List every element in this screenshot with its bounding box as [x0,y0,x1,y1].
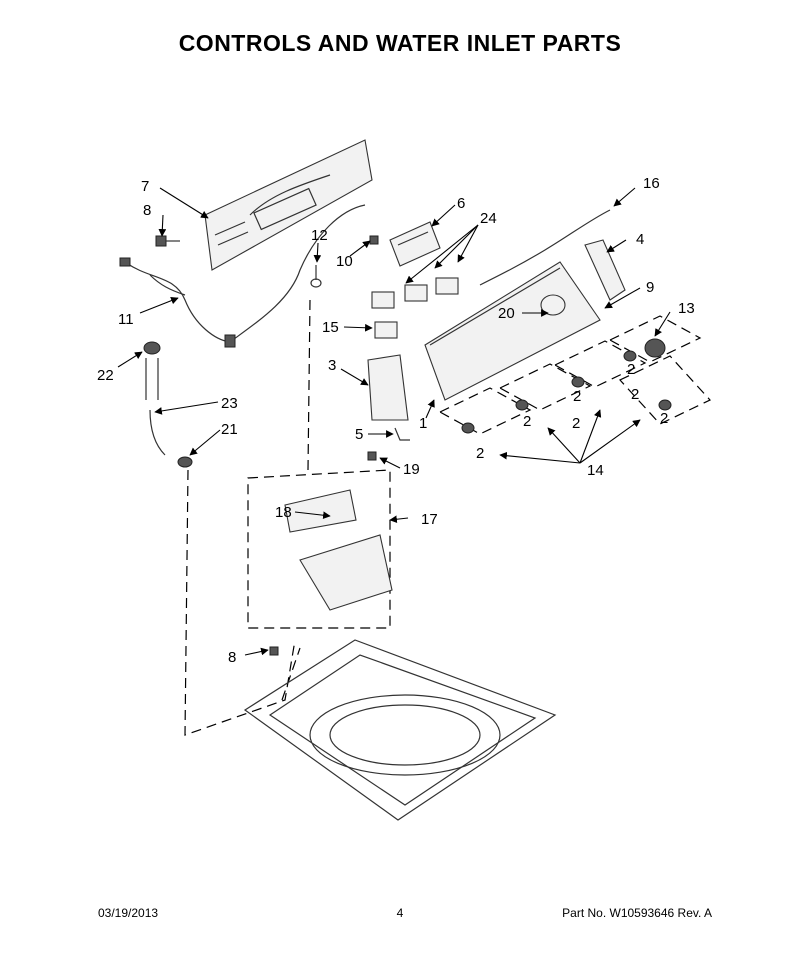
wire-clip [310,265,322,288]
water-valve-box [247,469,393,629]
callout-qty-2-e: 2 [627,361,635,378]
end-cap-bracket [584,239,626,301]
callout-23: 23 [221,395,238,412]
callout-24: 24 [480,210,497,227]
callout-8-upper: 8 [143,202,151,219]
screw-10 [369,235,379,245]
screw-19 [367,451,377,461]
callout-13: 13 [678,300,695,317]
callout-qty-2-d: 2 [572,415,580,432]
callout-22: 22 [97,367,114,384]
callout-6: 6 [457,195,465,212]
callout-qty-2-g: 2 [660,410,668,427]
power-cord [479,209,611,286]
callout-12: 12 [311,227,328,244]
control-board [389,221,441,267]
callout-qty-2-f: 2 [631,386,639,403]
timer-knob [644,338,666,358]
callout-16: 16 [643,175,660,192]
callout-qty-2-a: 2 [476,445,484,462]
callout-11: 11 [118,311,134,328]
callout-17: 17 [421,511,438,528]
footer-page-number: 4 [396,906,404,920]
cabinet-top [243,639,557,821]
callout-1: 1 [419,415,427,432]
callout-leaders [117,187,671,656]
footer-part-number: Part No. W10593646 Rev. A [562,906,712,920]
timer [540,294,566,316]
callout-20: 20 [498,305,515,322]
inlet-hose-assembly [143,341,193,468]
callout-19: 19 [403,461,420,478]
callout-21: 21 [221,421,238,438]
screw-upper [155,235,180,247]
knob-groups [438,315,711,435]
callout-15: 15 [322,319,339,336]
callout-7: 7 [141,178,149,195]
footer-date: 03/19/2013 [98,906,159,920]
callout-18: 18 [275,504,292,521]
callout-qty-2-c: 2 [573,388,581,405]
callout-qty-2-b: 2 [523,413,531,430]
dashed-leaders [184,299,311,736]
callout-14: 14 [587,462,604,479]
clip-5 [394,427,410,441]
selector-switches [371,277,459,339]
callout-9: 9 [646,279,654,296]
callout-8-lower: 8 [228,649,236,666]
callout-5: 5 [355,426,363,443]
wire-harness [119,204,366,348]
page-title: CONTROLS AND WATER INLET PARTS [178,30,622,56]
light-cover [367,354,409,421]
rear-control-panel [204,139,373,271]
screw-lower [269,646,279,656]
callout-10: 10 [336,253,353,270]
callout-3: 3 [328,357,336,374]
callout-4: 4 [636,231,644,248]
